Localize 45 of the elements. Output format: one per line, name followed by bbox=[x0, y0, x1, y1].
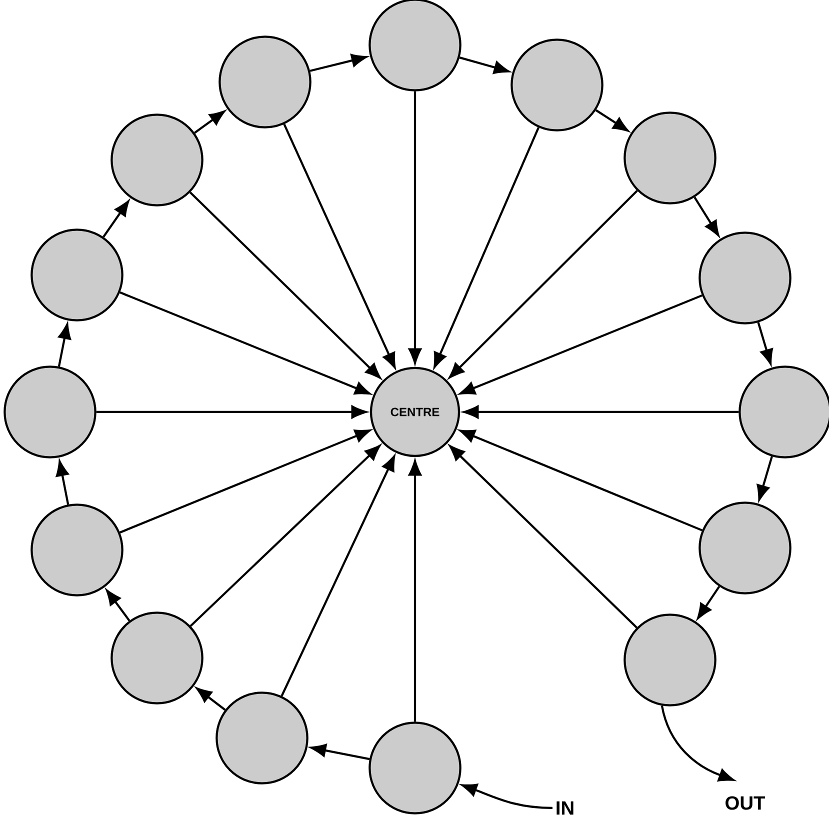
arrow bbox=[694, 196, 720, 236]
arrow bbox=[56, 460, 70, 505]
arrow bbox=[595, 109, 629, 132]
arrow bbox=[448, 190, 638, 378]
circle-node bbox=[368, 722, 462, 814]
arrow bbox=[408, 91, 422, 364]
circle-node bbox=[698, 502, 792, 594]
arrow bbox=[697, 586, 720, 619]
arrow bbox=[462, 784, 552, 810]
arrow bbox=[283, 124, 396, 368]
arrow bbox=[310, 744, 370, 760]
circle-node bbox=[216, 692, 308, 784]
circle-node bbox=[510, 38, 604, 132]
arrow bbox=[463, 406, 739, 418]
arrow bbox=[756, 456, 773, 501]
terminal-label: OUT bbox=[726, 796, 766, 810]
circle-node bbox=[698, 232, 792, 324]
circle-node bbox=[4, 366, 96, 458]
arrow bbox=[460, 294, 702, 395]
circle-node bbox=[624, 614, 716, 706]
arrow bbox=[408, 460, 422, 722]
circle-node bbox=[110, 114, 204, 206]
arrow bbox=[120, 291, 370, 395]
arrow bbox=[120, 430, 370, 534]
arrow bbox=[190, 444, 380, 627]
terminal-label: IN bbox=[556, 801, 574, 815]
arrow bbox=[102, 200, 130, 238]
circle-node bbox=[110, 612, 204, 704]
arrow bbox=[459, 56, 510, 74]
arrow bbox=[196, 688, 226, 711]
arrow bbox=[194, 110, 226, 134]
circle-node bbox=[218, 36, 312, 128]
arrow bbox=[106, 590, 130, 622]
arrow bbox=[434, 127, 540, 368]
arrow bbox=[58, 324, 72, 367]
circle-node bbox=[30, 228, 124, 322]
arrow bbox=[660, 705, 734, 782]
arrow bbox=[310, 54, 367, 72]
arrow bbox=[96, 406, 367, 418]
circle-node bbox=[30, 504, 124, 596]
arrow bbox=[189, 192, 381, 379]
circle-node bbox=[624, 112, 716, 204]
arrow bbox=[280, 456, 396, 696]
circle-node bbox=[738, 366, 829, 458]
arrow bbox=[757, 322, 773, 365]
